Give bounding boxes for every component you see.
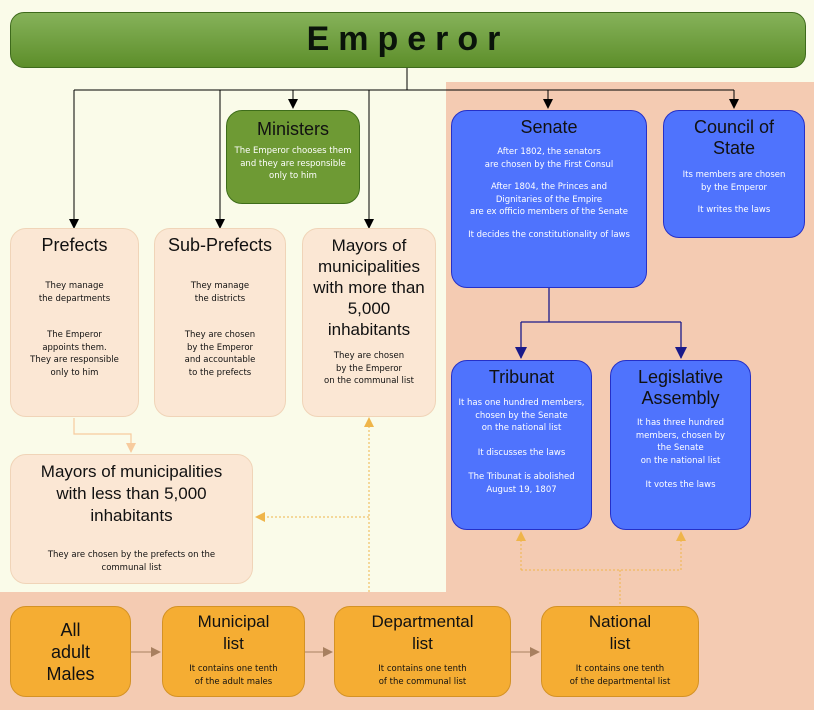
senate-title: Senate <box>520 117 578 137</box>
municipal-list-text: It contains one tenth of the adult males <box>189 664 278 687</box>
mayors-more-title: Mayors of municipalities with more than … <box>313 236 425 339</box>
senate-text-1802: After 1802, the senators are chosen by t… <box>484 147 614 170</box>
mayors-more-box: Mayors of municipalities with more than … <box>302 228 436 417</box>
departmental-list-text: It contains one tenth of the communal li… <box>378 664 467 687</box>
legislative-text-role: It votes the laws <box>645 480 716 490</box>
mayors-less-text: They are chosen by the prefects on the c… <box>47 550 216 573</box>
prefects-text-appointment: The Emperor appoints them. They are resp… <box>30 330 119 378</box>
national-list-text: It contains one tenth of the departmenta… <box>569 664 671 687</box>
ministers-box: Ministers The Emperor chooses them and t… <box>226 110 360 204</box>
sub-prefects-title: Sub-Prefects <box>167 235 273 255</box>
sub-prefects-text-appointment: They are chosen by the Emperor and accou… <box>184 330 256 378</box>
national-list-title: National list <box>588 612 652 653</box>
sub-prefects-text-role: They manage the districts <box>190 281 250 304</box>
municipal-list-box: Municipal list It contains one tenth of … <box>162 606 305 697</box>
senate-text-role: It decides the constitutionality of laws <box>468 229 630 240</box>
mayors-less-title: Mayors of municipalities with less than … <box>40 462 223 525</box>
emperor-title: Emperor <box>306 20 510 58</box>
departmental-list-title: Departmental list <box>371 612 474 653</box>
tribunat-text-members: It has one hundred members, chosen by th… <box>458 398 585 433</box>
prefects-text-role: They manage the departments <box>38 281 111 304</box>
mayors-less-box: Mayors of municipalities with less than … <box>10 454 253 584</box>
legislative-title: Legislative Assembly <box>637 367 724 408</box>
prefects-box: Prefects They manage the departments The… <box>10 228 139 417</box>
council-title: Council of State <box>693 117 775 158</box>
tribunat-text-abolished: The Tribunat is abolished August 19, 180… <box>468 472 575 495</box>
council-text-role: It writes the laws <box>697 205 771 215</box>
national-list-box: National list It contains one tenth of t… <box>541 606 699 697</box>
tribunat-text-role: It discusses the laws <box>477 447 566 458</box>
council-of-state-box: Council of State Its members are chosen … <box>663 110 805 238</box>
prefects-title: Prefects <box>41 235 108 255</box>
adult-males-title: All adult Males <box>46 620 95 684</box>
senate-box: Senate After 1802, the senators are chos… <box>451 110 647 288</box>
sub-prefects-box: Sub-Prefects They manage the districts T… <box>154 228 286 417</box>
tribunat-title: Tribunat <box>488 367 555 387</box>
council-text-members: Its members are chosen by the Emperor <box>682 170 786 193</box>
mayors-more-text: They are chosen by the Emperor on the co… <box>324 351 414 386</box>
legislative-text-members: It has three hundred members, chosen by … <box>635 418 726 466</box>
emperor-box: Emperor <box>10 12 806 68</box>
legislative-assembly-box: Legislative Assembly It has three hundre… <box>610 360 751 530</box>
departmental-list-box: Departmental list It contains one tenth … <box>334 606 511 697</box>
ministers-title: Ministers <box>256 119 329 139</box>
ministers-text: The Emperor chooses them and they are re… <box>234 146 352 181</box>
tribunat-box: Tribunat It has one hundred members, cho… <box>451 360 592 530</box>
adult-males-box: All adult Males <box>10 606 131 697</box>
senate-text-1804: After 1804, the Princes and Dignitaries … <box>470 182 628 217</box>
municipal-list-title: Municipal list <box>197 612 270 653</box>
